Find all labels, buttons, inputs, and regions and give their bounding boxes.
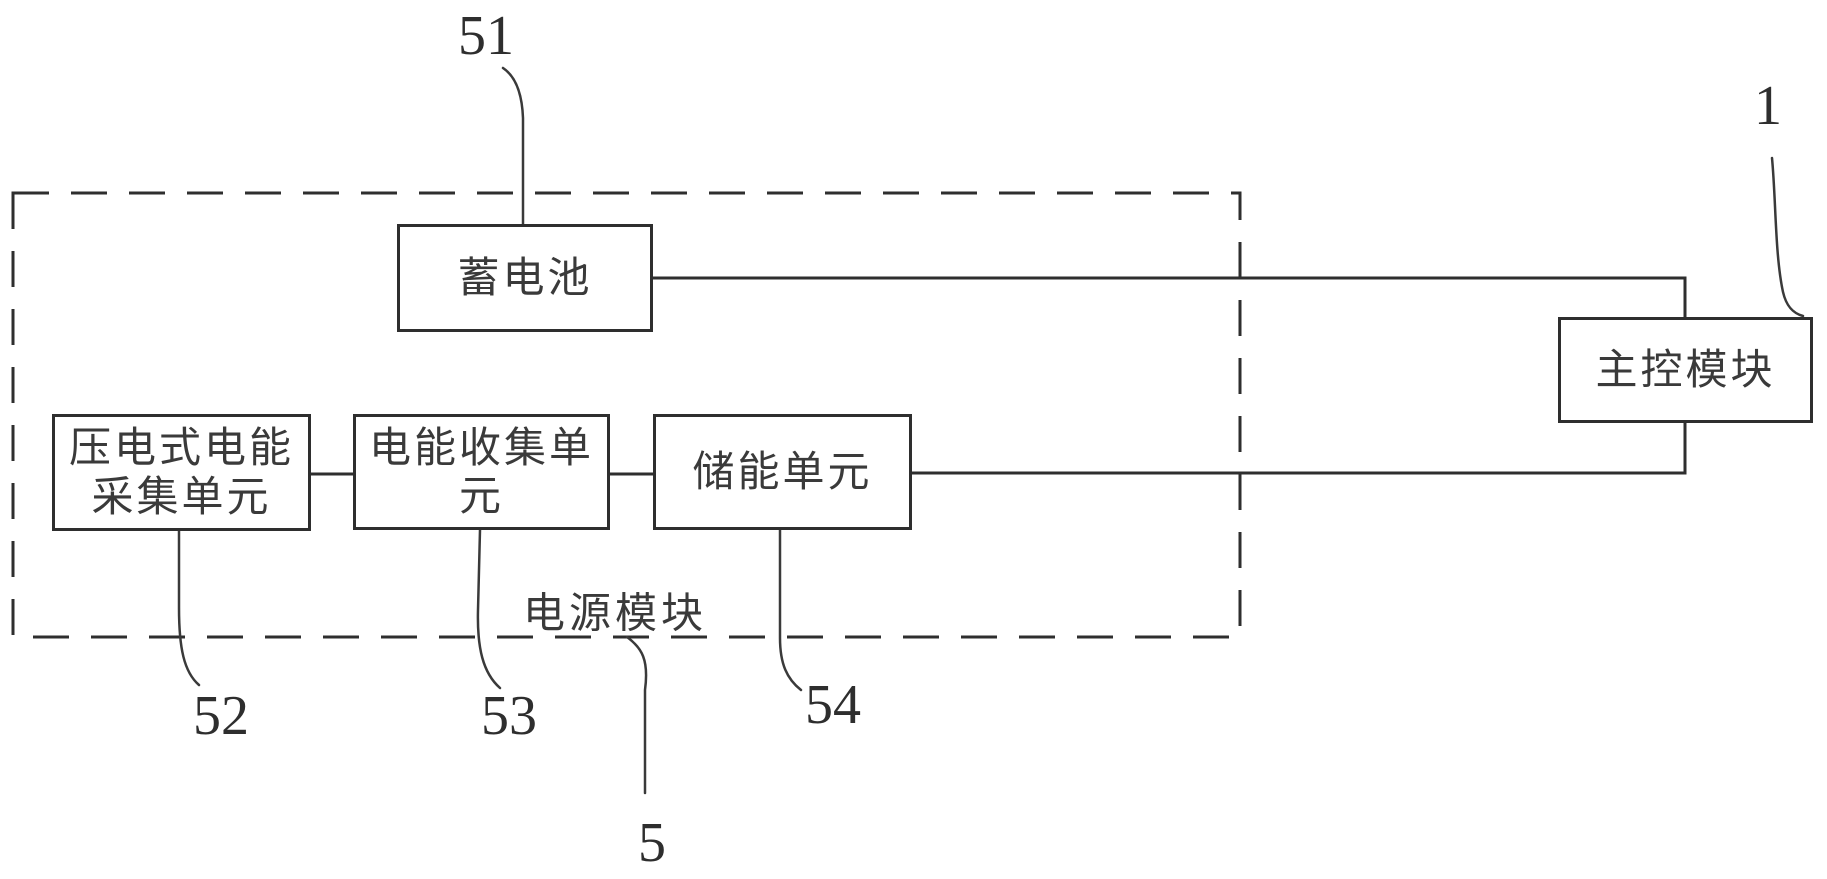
block-energy-storage-unit: 储能单元 xyxy=(653,414,912,530)
block-main-control-module-label: 主控模块 xyxy=(1595,345,1776,393)
leader-1 xyxy=(1770,156,1805,318)
leader-5 xyxy=(625,635,648,795)
block-energy-collection-unit: 电能收集单元 xyxy=(353,414,610,530)
block-main-control-module: 主控模块 xyxy=(1558,317,1813,423)
block-battery: 蓄电池 xyxy=(397,224,653,332)
ref-numeral-51: 51 xyxy=(458,5,514,67)
block-energy-storage-unit-label: 储能单元 xyxy=(692,447,873,495)
ref-numeral-5: 5 xyxy=(638,812,666,874)
ref-numeral-52: 52 xyxy=(193,685,249,747)
ref-numeral-54: 54 xyxy=(805,674,861,736)
power-module-caption: 电源模块 xyxy=(522,589,708,637)
wire-battery-to-main xyxy=(653,276,1687,317)
block-energy-collection-unit-label: 电能收集单元 xyxy=(368,423,594,519)
leader-52 xyxy=(177,529,201,687)
leader-54 xyxy=(778,528,803,692)
wire-storage-to-main xyxy=(912,423,1687,475)
block-battery-label: 蓄电池 xyxy=(457,253,593,301)
ref-numeral-53: 53 xyxy=(481,685,537,747)
leader-51 xyxy=(501,66,525,226)
ref-numeral-1: 1 xyxy=(1754,75,1782,137)
leader-53 xyxy=(476,528,502,690)
block-piezoelectric-harvester: 压电式电能采集单元 xyxy=(52,414,311,531)
block-piezoelectric-harvester-label: 压电式电能采集单元 xyxy=(68,424,294,520)
